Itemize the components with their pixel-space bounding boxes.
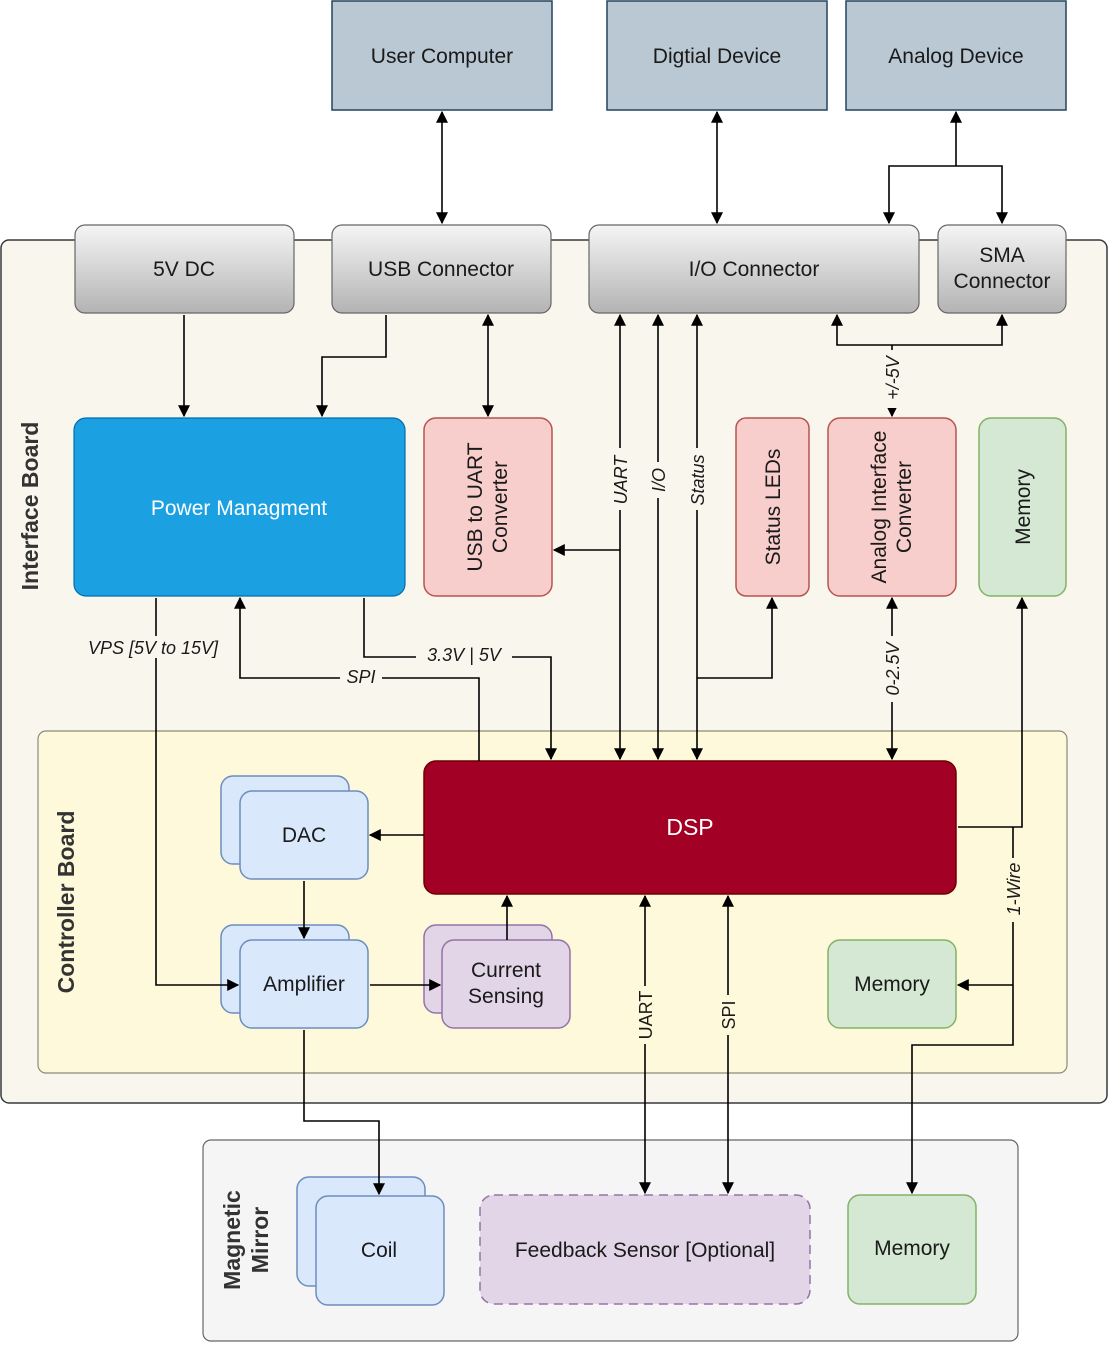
controller-board-title: Controller Board (53, 811, 79, 994)
interface-memory-block: Memory (978, 417, 1067, 597)
link-amplifier-coil (303, 1030, 385, 1196)
current-sensing-label-line1: Current (471, 959, 541, 982)
analog-device-block: Analog Device (845, 0, 1067, 111)
magnetic-mirror-title-line1: Magnetic (219, 1190, 245, 1290)
link-analog-device-sma (956, 165, 1008, 225)
current-sensing-block: Current Sensing (423, 924, 571, 1029)
signal-status-label: Status (688, 454, 708, 505)
dac-label: DAC (282, 824, 326, 847)
usb-to-uart-label-line2: Converter (489, 461, 512, 553)
mirror-memory-block: Memory (847, 1194, 977, 1305)
usb-connector-label: USB Connector (368, 258, 514, 281)
dsp-label: DSP (666, 814, 713, 840)
signal-3v3-5v-label: 3.3V | 5V (427, 645, 503, 665)
feedback-sensor-block: Feedback Sensor [Optional] (479, 1194, 811, 1305)
analog-interface-converter-block: Analog Interface Converter (827, 417, 957, 597)
magnetic-mirror-title-line2: Mirror (247, 1207, 273, 1274)
dc-5v-label: 5V DC (153, 258, 215, 281)
power-management-block: Power Managment (73, 417, 406, 597)
sma-connector-label-line2: Connector (954, 270, 1051, 293)
link-analog-device-io (883, 165, 956, 225)
feedback-sensor-label: Feedback Sensor [Optional] (515, 1239, 775, 1262)
user-computer-block: User Computer (331, 0, 553, 111)
link-usb-power (316, 315, 387, 418)
amplifier-block: Amplifier (220, 924, 369, 1029)
link-vps-amplifier (155, 598, 240, 991)
current-sensing-label-line2: Sensing (468, 985, 544, 1008)
coil-label: Coil (361, 1239, 397, 1262)
signal-labels: UART I/O Status +/-5V VPS [5V to 15V] SP… (78, 350, 1024, 1044)
link-one-wire-bus (906, 827, 1014, 1195)
signal-io-label: I/O (649, 468, 669, 492)
link-status-leds (697, 596, 778, 679)
digital-device-label: Digtial Device (653, 45, 781, 68)
signal-one-wire-label: 1-Wire (1004, 863, 1024, 916)
controller-memory-block: Memory (827, 939, 957, 1029)
link-dsp-one-wire (958, 596, 1028, 828)
signal-0-2v5-label: 0-2.5V (883, 640, 903, 695)
dc-5v-connector: 5V DC (74, 224, 295, 314)
user-computer-label: User Computer (371, 45, 513, 68)
signal-uart-bottom-label: UART (636, 991, 656, 1040)
interface-board-title: Interface Board (17, 422, 43, 591)
signal-vps-label: VPS [5V to 15V] (88, 638, 219, 658)
digital-device-block: Digtial Device (606, 0, 828, 111)
signal-spi-bottom-label: SPI (719, 1000, 739, 1029)
controller-memory-label: Memory (854, 973, 930, 996)
sma-connector: SMA Connector (937, 224, 1067, 314)
power-management-label: Power Managment (151, 497, 327, 520)
amplifier-label: Amplifier (263, 973, 345, 996)
signal-uart-label: UART (611, 454, 631, 505)
io-connector: I/O Connector (588, 224, 920, 314)
signal-spi-label: SPI (346, 667, 375, 687)
link-io-sma-analog (831, 313, 1008, 346)
dsp-block: DSP (423, 760, 957, 895)
usb-connector: USB Connector (331, 224, 552, 314)
usb-to-uart-converter-block: USB to UART Converter (423, 417, 553, 597)
analog-device-label: Analog Device (888, 45, 1023, 68)
connections (155, 110, 1028, 1196)
sma-connector-label-line1: SMA (979, 244, 1025, 267)
analog-interface-label-line2: Converter (893, 461, 916, 553)
coil-block: Coil (296, 1176, 445, 1306)
status-leds-block: Status LEDs (735, 417, 810, 597)
interface-memory-label: Memory (1012, 469, 1035, 545)
status-leds-label: Status LEDs (762, 449, 785, 566)
mirror-memory-label: Memory (874, 1237, 950, 1260)
dac-block: DAC (220, 775, 369, 880)
usb-to-uart-label-line1: USB to UART (464, 442, 487, 571)
io-connector-label: I/O Connector (689, 258, 820, 281)
signal-pm5v-label: +/-5V (883, 354, 903, 400)
analog-interface-label-line1: Analog Interface (868, 431, 891, 584)
